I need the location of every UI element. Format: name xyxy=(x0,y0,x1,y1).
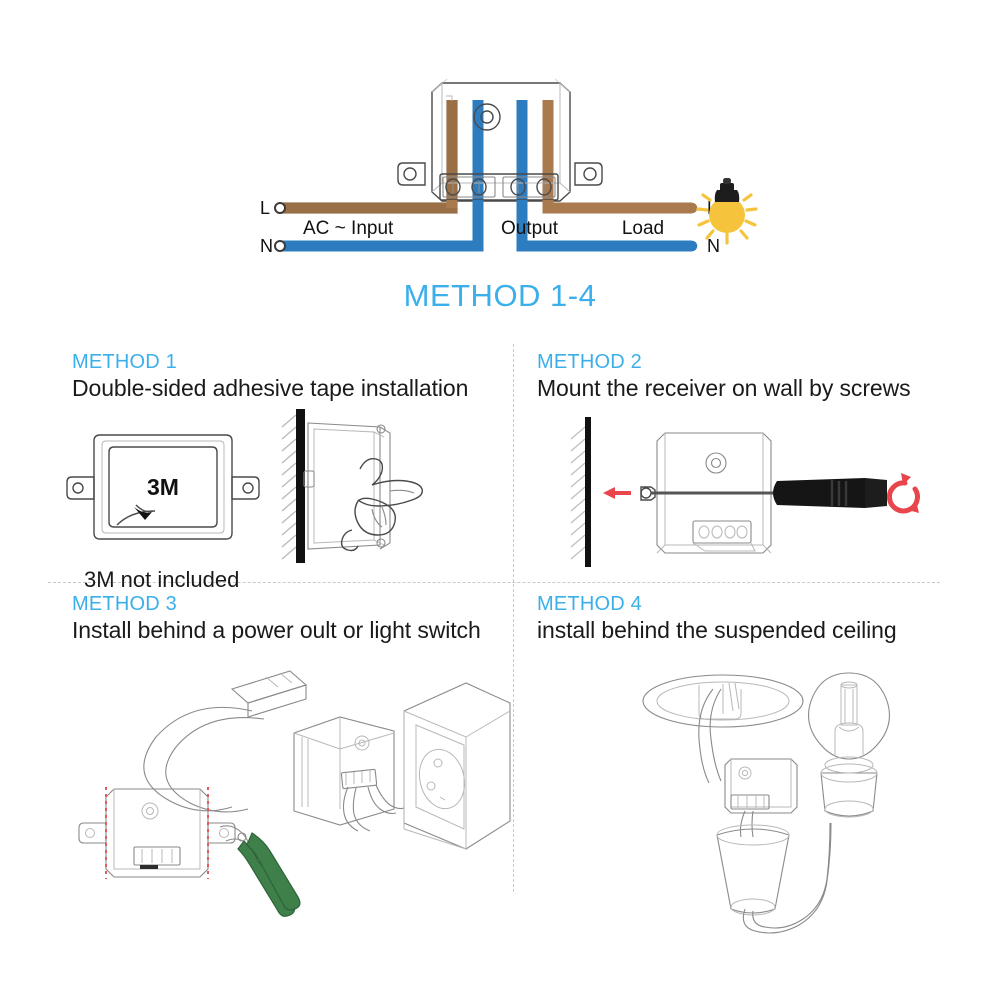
method-4-heading: METHOD 4 xyxy=(537,593,642,615)
bulb-holder xyxy=(820,763,878,818)
grid-divider-horizontal xyxy=(48,582,940,583)
wiring-diagram-svg: L N L N AC ~ Input Output Load xyxy=(260,78,758,256)
receiver-module xyxy=(656,432,772,554)
rotate-arrows-icon xyxy=(886,480,920,514)
wall-hatching xyxy=(570,426,586,560)
method-3-illustration xyxy=(48,643,513,918)
method-3-cell: METHOD 3 Install behind a power oult or … xyxy=(48,582,513,918)
lamp-shade xyxy=(716,824,790,916)
tape-brand-label: 3M xyxy=(147,474,179,500)
screw-and-driver xyxy=(640,473,920,514)
wall-surface xyxy=(585,417,591,568)
method-4-cell: METHOD 4 install behind the suspended ce… xyxy=(513,582,953,934)
method-2-illustration xyxy=(513,401,953,591)
method-1-heading: METHOD 1 xyxy=(72,351,177,373)
method-1-caption: 3M not included xyxy=(84,567,240,593)
method-2-description: Mount the receiver on wall by screws xyxy=(537,375,911,401)
label-left-live: L xyxy=(260,198,270,218)
module-ear-trim xyxy=(78,787,236,880)
lamp-cable xyxy=(742,823,832,934)
live-input-wire xyxy=(274,100,458,214)
neutral-output-wire xyxy=(516,100,698,252)
label-right-neutral: N xyxy=(707,236,720,256)
label-load: Load xyxy=(622,218,664,239)
neutral-input-wire xyxy=(274,100,484,252)
method-2-cell: METHOD 2 Mount the receiver on wall by s… xyxy=(513,340,953,582)
method-3-description: Install behind a power oult or light swi… xyxy=(72,617,481,643)
push-arrow-icon xyxy=(603,487,631,500)
wiring-diagram: L N L N AC ~ Input Output Load xyxy=(0,60,1000,270)
wall-surface xyxy=(296,409,305,564)
label-output: Output xyxy=(501,218,559,239)
method-3-heading: METHOD 3 xyxy=(72,593,177,615)
method-1-cell: METHOD 1 Double-sided adhesive tape inst… xyxy=(48,340,513,592)
method-2-heading: METHOD 2 xyxy=(537,351,642,373)
wall-socket xyxy=(403,682,511,851)
method-1-description: Double-sided adhesive tape installation xyxy=(72,375,469,401)
method-4-illustration xyxy=(513,643,953,934)
ceiling-cable xyxy=(698,689,714,784)
label-left-neutral: N xyxy=(260,236,273,256)
method-4-description: install behind the suspended ceiling xyxy=(537,617,897,643)
screwdriver-handle xyxy=(773,478,871,509)
receiver-module xyxy=(397,78,603,208)
receiver-module-installed xyxy=(293,716,405,832)
method-1-illustration: 3M xyxy=(48,401,513,575)
light-bulb-outline-icon xyxy=(808,672,890,774)
pliers-icon xyxy=(219,825,301,918)
label-ac-input: AC ~ Input xyxy=(303,218,394,239)
receiver-module-ceiling xyxy=(724,758,798,814)
terminal-block xyxy=(439,173,559,201)
page-title: METHOD 1-4 xyxy=(403,278,597,313)
methods-grid: METHOD 1 Double-sided adhesive tape inst… xyxy=(0,340,1000,934)
grid-divider-vertical xyxy=(513,344,514,892)
light-bulb-icon xyxy=(696,178,758,245)
ceiling-opening xyxy=(642,674,804,728)
module-with-tape: 3M xyxy=(66,434,260,541)
power-cable xyxy=(143,670,308,813)
pliers-handle-2 xyxy=(246,832,301,911)
wall-press-illustration xyxy=(281,409,423,564)
